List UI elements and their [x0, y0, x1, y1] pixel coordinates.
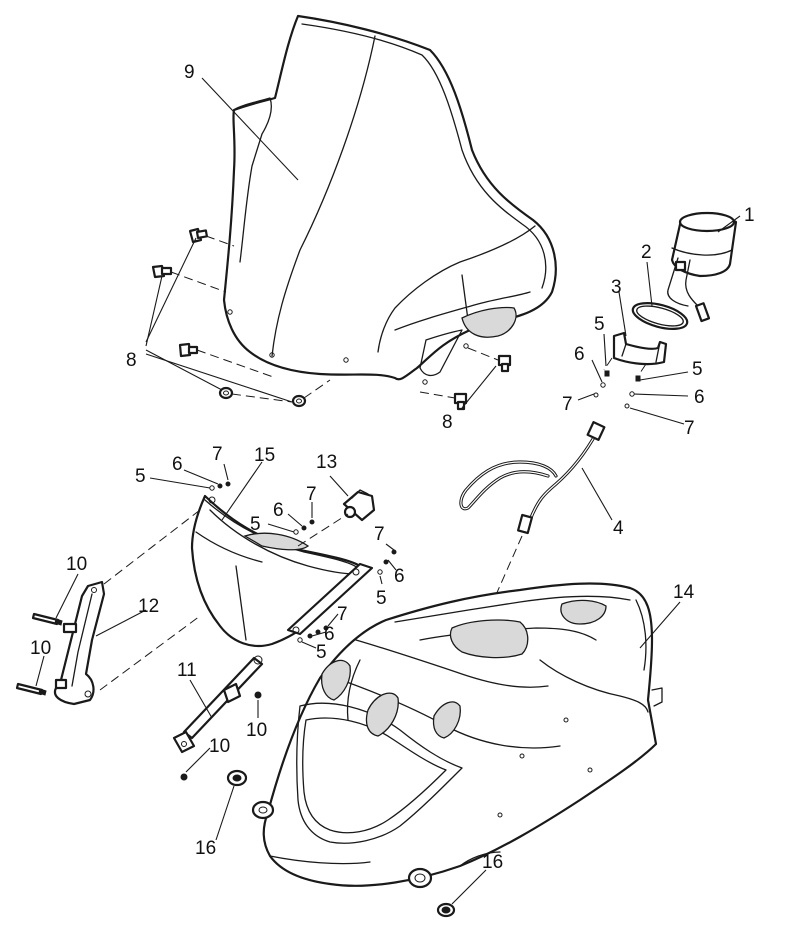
callout-10: 10	[66, 554, 87, 575]
callout-14: 14	[673, 582, 695, 603]
callout-8: 8	[442, 412, 453, 433]
callout-6: 6	[273, 500, 284, 521]
screw-8-b	[151, 264, 173, 279]
callout-6: 6	[172, 454, 183, 475]
callout-7: 7	[562, 394, 573, 415]
callout-5: 5	[316, 642, 327, 663]
leader-lines	[35, 77, 741, 905]
callout-10: 10	[246, 720, 267, 741]
washer-8-d	[218, 386, 234, 400]
callout-9: 9	[184, 62, 195, 83]
headlight-bracket	[53, 509, 201, 706]
callout-5: 5	[135, 466, 146, 487]
callout-10: 10	[30, 638, 51, 659]
callout-12: 12	[138, 596, 159, 617]
callout-7: 7	[374, 524, 385, 545]
screw-8-c	[178, 342, 199, 358]
screw-8-a	[188, 227, 209, 244]
grommets	[226, 769, 456, 918]
washer-8-e	[291, 394, 307, 408]
callout-8: 8	[126, 350, 137, 371]
callout-13: 13	[316, 452, 337, 473]
callout-6: 6	[394, 566, 405, 587]
callout-5: 5	[250, 514, 261, 535]
screw-8-g	[453, 392, 468, 411]
gauge-bracket	[612, 331, 668, 366]
callout-6: 6	[694, 387, 705, 408]
o-ring	[631, 302, 689, 330]
callout-5: 5	[692, 359, 703, 380]
callout-6: 6	[324, 624, 335, 645]
front-fairing	[262, 582, 663, 887]
callout-4: 4	[613, 518, 624, 539]
callout-11: 11	[177, 660, 197, 681]
callout-7: 7	[306, 484, 317, 505]
windshield	[222, 14, 557, 385]
windshield-screws	[151, 227, 512, 411]
screw-8-f	[497, 354, 512, 373]
callout-1: 1	[744, 205, 755, 226]
headlight	[190, 494, 374, 648]
callout-7: 7	[684, 418, 695, 439]
callout-3: 3	[611, 277, 622, 298]
callout-10: 10	[209, 736, 230, 757]
gauge-assembly	[593, 211, 738, 409]
speedometer-cable	[459, 421, 606, 641]
callout-15: 15	[254, 445, 275, 466]
callout-2: 2	[641, 242, 652, 263]
callout-7: 7	[337, 604, 348, 625]
callout-6: 6	[574, 344, 585, 365]
callout-5: 5	[594, 314, 605, 335]
callout-16: 16	[482, 852, 503, 873]
headlight-bulb	[297, 489, 376, 547]
callout-16: 16	[195, 838, 216, 859]
callout-5: 5	[376, 588, 387, 609]
callout-7: 7	[212, 444, 223, 465]
callout-labels: 1 2 3 5 6 7 5 6 7 4 9 8 8 5 6 7 15 13 7 …	[30, 62, 755, 873]
adjuster-rod	[172, 655, 264, 754]
bracket-screws	[15, 612, 262, 781]
